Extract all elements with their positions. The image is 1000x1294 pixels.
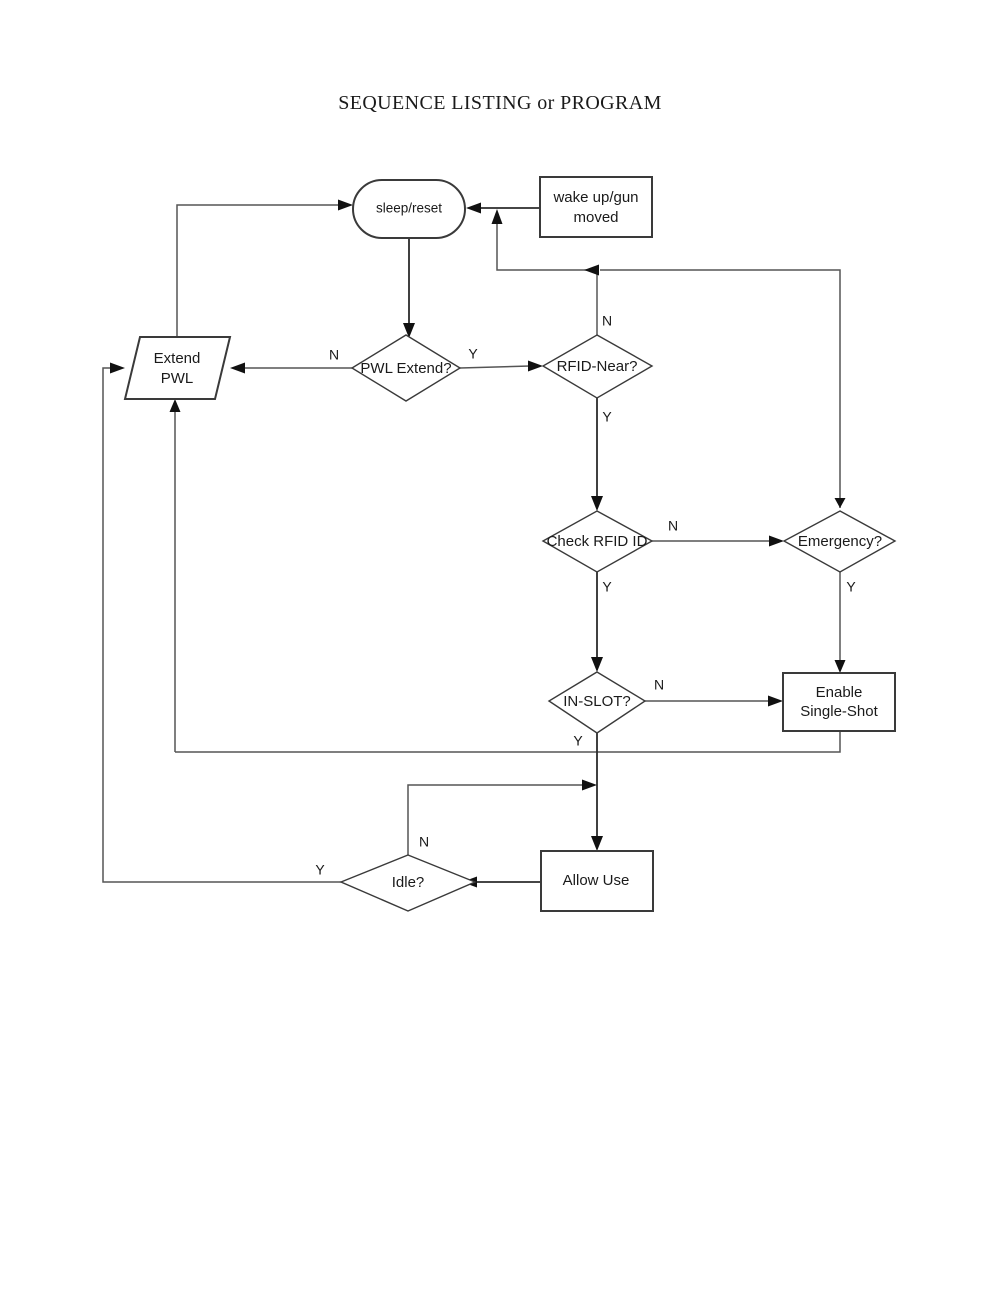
edge-rail-right-to-emergency bbox=[600, 269, 841, 508]
edge-label-idle-n: N bbox=[419, 834, 429, 850]
node-idle-shape bbox=[339, 854, 477, 912]
arrowhead-inslot-top bbox=[591, 657, 603, 672]
node-sleep-reset-label: sleep/reset bbox=[376, 201, 442, 216]
edge-label-pwlextend-n: N bbox=[329, 347, 339, 363]
edge-rfidnear-n-to-sleepreset bbox=[496, 222, 597, 271]
edge-label-inslot-y: Y bbox=[573, 733, 583, 749]
node-sleep-reset-shape bbox=[352, 179, 466, 239]
node-emergency[interactable]: Emergency? bbox=[782, 510, 897, 573]
arrowhead-emergency-left bbox=[769, 535, 784, 547]
connectors-layer bbox=[102, 199, 846, 888]
node-check-rfid-id-shape bbox=[541, 510, 654, 573]
node-in-slot-label: IN-SLOT? bbox=[563, 693, 631, 710]
node-pwl-extend-shape bbox=[350, 334, 462, 402]
edge-pwlextend-y-to-rfidnear bbox=[459, 365, 531, 369]
node-pwl-extend-label: PWL Extend? bbox=[360, 360, 451, 377]
page-title: SEQUENCE LISTING or PROGRAM bbox=[338, 92, 662, 114]
node-emergency-label: Emergency? bbox=[798, 533, 882, 550]
node-wake-up-gun-moved-label-line1: wake up/gun bbox=[552, 189, 638, 206]
arrowhead-sleepreset-left bbox=[338, 199, 353, 211]
node-idle-label: Idle? bbox=[392, 874, 425, 891]
edge-label-checkrfid-y: Y bbox=[602, 579, 612, 595]
node-check-rfid-id[interactable]: Check RFID ID bbox=[541, 510, 654, 573]
edge-label-checkrfid-n: N bbox=[668, 518, 678, 534]
edge-label-emergency-y: Y bbox=[846, 579, 856, 595]
node-enable-single-shot[interactable]: Enable Single-Shot bbox=[782, 672, 896, 732]
nodes-layer: sleep/reset wake up/gun moved Extend PWL… bbox=[123, 176, 897, 912]
node-enable-single-shot-shape bbox=[782, 672, 896, 732]
arrowhead-junction-left bbox=[584, 264, 599, 276]
node-allow-use-label: Allow Use bbox=[563, 872, 630, 889]
edge-label-rfidnear-n: N bbox=[602, 313, 612, 329]
node-extend-pwl[interactable]: Extend PWL bbox=[123, 336, 232, 400]
edge-label-rfidnear-y: Y bbox=[602, 409, 612, 425]
node-allow-use[interactable]: Allow Use bbox=[540, 850, 654, 912]
node-sleep-reset[interactable]: sleep/reset bbox=[352, 179, 466, 239]
node-in-slot-shape bbox=[547, 671, 647, 734]
arrowhead-allowuse-top bbox=[591, 836, 603, 851]
arrowhead-rfidnear-left bbox=[528, 360, 543, 372]
node-rfid-near-label: RFID-Near? bbox=[557, 358, 638, 375]
edge-enablesingleshot-to-leftrail bbox=[175, 731, 841, 753]
edge-label-idle-y: Y bbox=[315, 862, 325, 878]
arrowhead-extendpwl-left bbox=[110, 362, 125, 374]
node-extend-pwl-label-line1: Extend bbox=[154, 350, 201, 367]
node-enable-single-shot-label-line2: Single-Shot bbox=[800, 703, 878, 720]
node-rfid-near[interactable]: RFID-Near? bbox=[541, 334, 654, 399]
arrowhead-extendpwl-right bbox=[230, 362, 245, 374]
arrowhead-pwlextend-top bbox=[403, 323, 415, 338]
edge-idle-n-to-allowuse-path bbox=[407, 784, 584, 858]
node-in-slot[interactable]: IN-SLOT? bbox=[547, 671, 647, 734]
arrowhead-enablesingleshot-left bbox=[768, 695, 783, 707]
edge-label-inslot-n: N bbox=[654, 677, 664, 693]
arrowhead-checkrfid-top bbox=[591, 496, 603, 511]
node-wake-up-gun-moved-label-line2: moved bbox=[573, 209, 618, 226]
arrowhead-sleepreset-up bbox=[491, 209, 503, 224]
node-idle[interactable]: Idle? bbox=[339, 854, 477, 912]
edge-idle-y-to-extendpwl bbox=[102, 367, 341, 883]
node-wake-up-gun-moved-shape bbox=[539, 176, 653, 238]
node-extend-pwl-label-line2: PWL bbox=[161, 370, 194, 387]
node-rfid-near-shape bbox=[541, 334, 654, 399]
node-pwl-extend[interactable]: PWL Extend? bbox=[350, 334, 462, 402]
arrowhead-emergency-top bbox=[834, 498, 846, 508]
edge-labels-layer: N Y N Y N Y Y N Y N Y bbox=[315, 313, 856, 878]
edge-label-pwlextend-y: Y bbox=[468, 346, 478, 362]
arrowhead-extendpwl-bottom bbox=[169, 399, 181, 412]
arrowhead-idle-n-junction bbox=[582, 779, 597, 791]
node-emergency-shape bbox=[782, 510, 897, 573]
arrowhead-sleepreset-right bbox=[466, 202, 481, 214]
node-wake-up-gun-moved[interactable]: wake up/gun moved bbox=[539, 176, 653, 238]
node-allow-use-shape bbox=[540, 850, 654, 912]
edge-extendpwl-to-sleepreset bbox=[176, 204, 340, 337]
node-enable-single-shot-label-line1: Enable bbox=[816, 684, 863, 701]
node-extend-pwl-shape bbox=[123, 336, 232, 400]
arrowhead-enablesingleshot-top bbox=[834, 660, 846, 673]
node-check-rfid-id-label: Check RFID ID bbox=[547, 533, 648, 550]
